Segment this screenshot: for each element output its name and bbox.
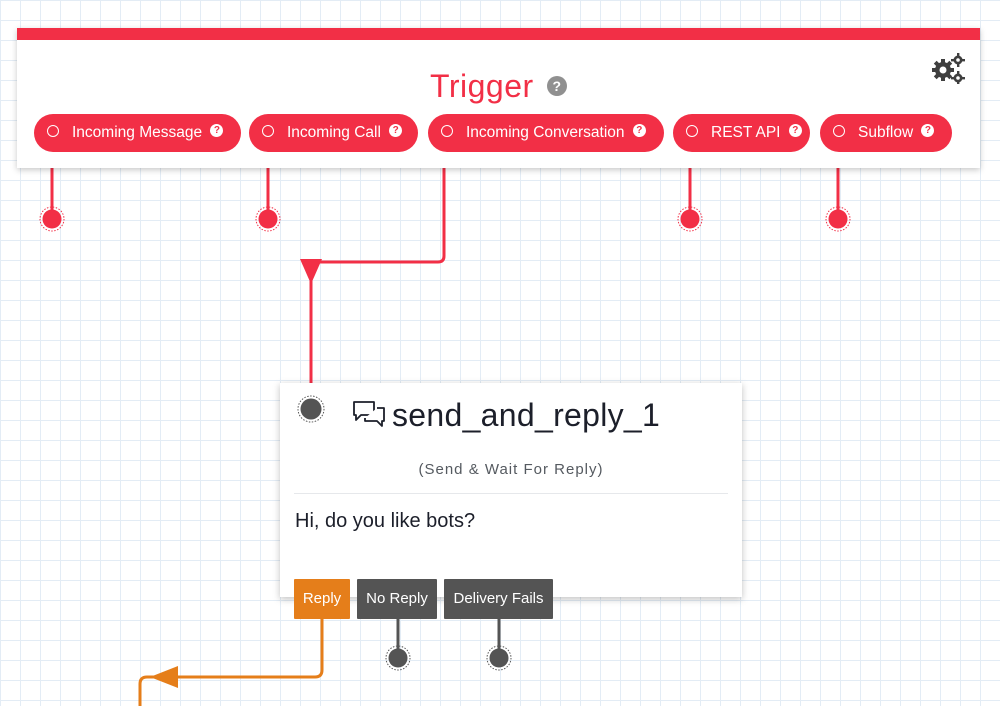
gears-icon[interactable] xyxy=(930,52,966,84)
widget-name: send_and_reply_1 xyxy=(392,397,661,433)
trigger-pill-incoming-conversation[interactable]: Incoming Conversation ? xyxy=(428,114,664,152)
divider xyxy=(294,493,728,494)
radio-circle-icon[interactable] xyxy=(441,125,453,137)
radio-circle-icon[interactable] xyxy=(833,125,845,137)
question-circle-icon[interactable]: ? xyxy=(632,124,646,138)
transition-no-reply[interactable]: No Reply xyxy=(357,579,437,619)
radio-circle-icon[interactable] xyxy=(262,125,274,137)
no-reply-endpoint[interactable] xyxy=(385,645,411,671)
incoming-call-endpoint[interactable] xyxy=(255,206,281,232)
radio-circle-icon[interactable] xyxy=(686,125,698,137)
pill-label: Incoming Conversation xyxy=(466,124,625,141)
pill-label: REST API xyxy=(711,124,781,141)
trigger-pill-rest-api[interactable]: REST API ? xyxy=(673,114,810,152)
radio-circle-icon[interactable] xyxy=(47,125,59,137)
question-circle-icon[interactable]: ? xyxy=(788,124,802,138)
pill-label: Subflow xyxy=(858,124,914,141)
chat-bubbles-icon xyxy=(353,401,385,427)
transition-delivery-fails[interactable]: Delivery Fails xyxy=(444,579,553,619)
question-circle-icon[interactable]: ? xyxy=(389,124,403,138)
trigger-pill-incoming-message[interactable]: Incoming Message ? xyxy=(34,114,241,152)
trigger-title: Trigger ? xyxy=(17,68,980,105)
message-body: Hi, do you like bots? xyxy=(295,510,476,532)
pill-label: Incoming Call xyxy=(287,124,381,141)
widget-type-label: (Send & Wait For Reply) xyxy=(418,461,604,478)
trigger-pill-incoming-call[interactable]: Incoming Call ? xyxy=(249,114,418,152)
trigger-pill-subflow[interactable]: Subflow ? xyxy=(820,114,952,152)
question-circle-icon[interactable]: ? xyxy=(210,124,224,138)
transition-reply[interactable]: Reply xyxy=(294,579,350,619)
rest-api-endpoint[interactable] xyxy=(677,206,703,232)
subflow-endpoint[interactable] xyxy=(825,206,851,232)
pill-label: Incoming Message xyxy=(72,124,203,141)
connector-arrow-down xyxy=(300,259,322,284)
send-and-reply-widget[interactable]: send_and_reply_1 (Send & Wait For Reply)… xyxy=(280,383,742,597)
incoming-message-endpoint[interactable] xyxy=(39,206,65,232)
question-circle-icon[interactable]: ? xyxy=(921,124,935,138)
trigger-title-text: Trigger xyxy=(429,68,534,104)
incoming-conversation-connector xyxy=(309,150,446,390)
connector-arrow-left xyxy=(150,666,178,688)
widget-input-endpoint[interactable] xyxy=(296,394,326,424)
delivery-fails-endpoint[interactable] xyxy=(486,645,512,671)
reply-connector xyxy=(138,616,324,706)
question-circle-icon[interactable]: ? xyxy=(547,75,568,96)
